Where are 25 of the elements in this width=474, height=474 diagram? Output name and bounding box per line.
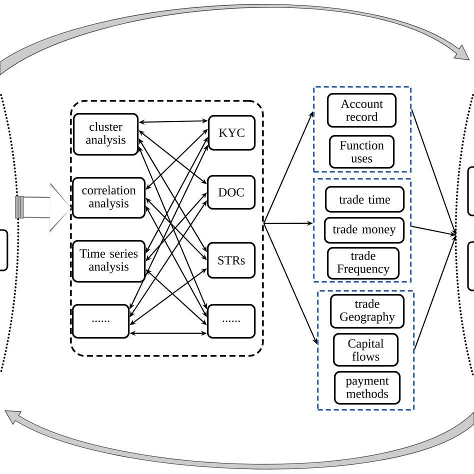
feature-box: Account record bbox=[327, 93, 397, 128]
partial-box bbox=[467, 166, 474, 216]
partial-box bbox=[0, 229, 8, 272]
method-box: ...... bbox=[72, 304, 130, 339]
dashed-frame bbox=[70, 100, 264, 357]
feature-box: trade Geography bbox=[330, 294, 405, 329]
dotted-boundary bbox=[0, 94, 20, 373]
feature-box: Function uses bbox=[329, 135, 395, 169]
dashed-frame bbox=[317, 290, 415, 411]
feature-box: trade Frequency bbox=[327, 247, 400, 280]
feature-box: trade money bbox=[324, 217, 405, 244]
feature-box: Capital flows bbox=[333, 333, 399, 367]
source-box: KYC bbox=[208, 115, 256, 151]
feature-box: payment methods bbox=[334, 371, 401, 405]
feature-box: trade time bbox=[325, 186, 405, 213]
partial-box bbox=[467, 241, 474, 292]
dashed-frame bbox=[313, 178, 412, 283]
source-box: DOC bbox=[207, 175, 256, 210]
dotted-boundary bbox=[454, 94, 474, 376]
source-box: ...... bbox=[207, 304, 256, 339]
method-box: Time series analysis bbox=[72, 240, 146, 283]
dashed-frame bbox=[313, 86, 412, 173]
source-box: STRs bbox=[207, 242, 256, 279]
method-box: cluster analysis bbox=[73, 113, 139, 156]
block-arrow bbox=[15, 182, 71, 233]
